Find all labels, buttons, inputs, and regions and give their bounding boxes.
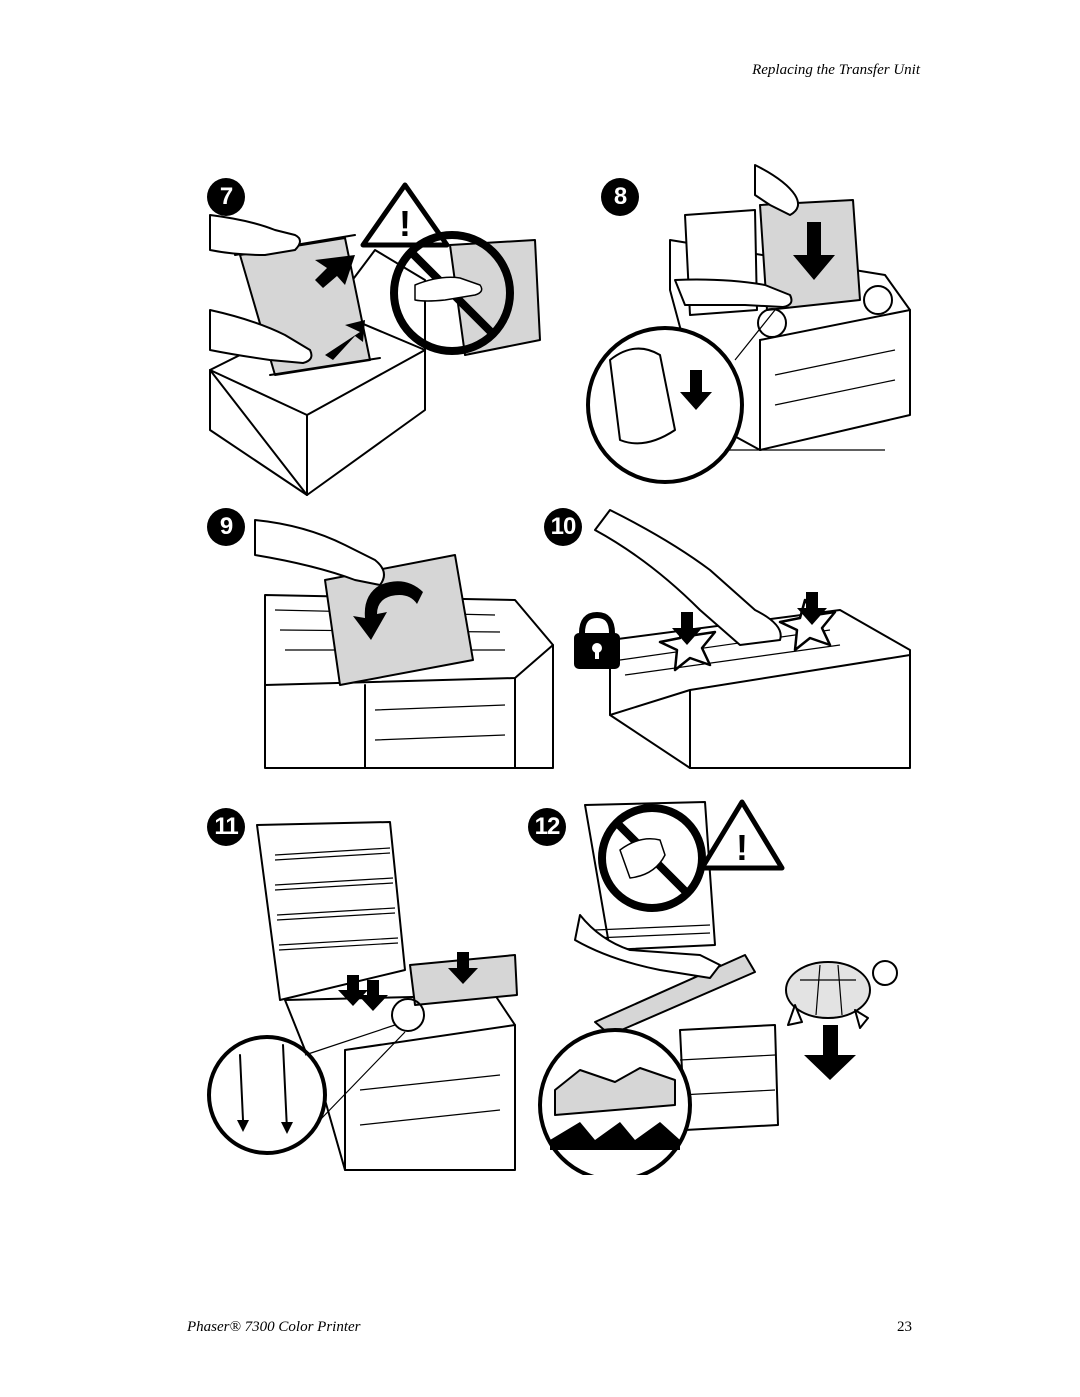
step-9-number: 9: [207, 508, 245, 546]
warning-mark: !: [399, 203, 411, 244]
warning-mark-12: !: [736, 827, 748, 868]
step-12-panel: 12 !: [520, 790, 920, 1175]
lock-icon: [574, 611, 620, 669]
step-12-number: 12: [528, 808, 566, 846]
no-touch-icon: [598, 804, 706, 912]
no-touch-icon: [390, 231, 514, 355]
warning-icon: [360, 182, 450, 248]
step-7-panel: 7 !: [195, 160, 575, 500]
page-number: 23: [897, 1319, 912, 1335]
step-8-number: 8: [601, 178, 639, 216]
step-12-illustration: !: [538, 799, 898, 1175]
step-10-number: 10: [544, 508, 582, 546]
step-9-panel: 9: [195, 500, 565, 775]
step-7-illustration: !: [209, 182, 541, 496]
step-11-illustration: [207, 821, 518, 1171]
section-title: Replacing the Transfer Unit: [752, 62, 920, 78]
step-11-number: 11: [207, 808, 245, 846]
step-10-illustration: [574, 509, 911, 769]
turtle-icon: [785, 960, 898, 1029]
step-8-panel: 8: [585, 160, 920, 490]
step-11-panel: 11: [195, 800, 530, 1180]
warning-icon: [699, 799, 785, 871]
step-10-panel: 10: [540, 500, 915, 775]
step-7-number: 7: [207, 178, 245, 216]
step-8-illustration: [586, 164, 911, 484]
product-name: Phaser® 7300 Color Printer: [187, 1319, 361, 1335]
step-9-illustration: [254, 519, 554, 769]
